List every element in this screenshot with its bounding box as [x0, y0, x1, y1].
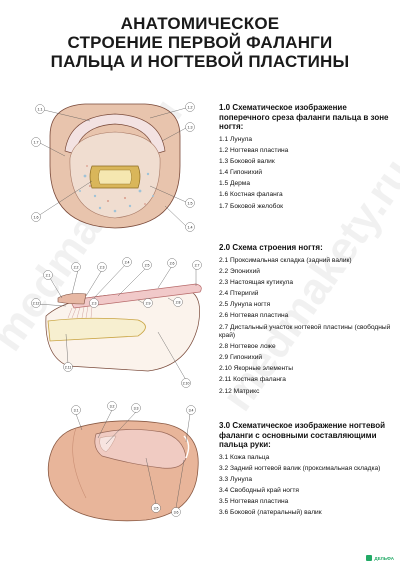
figure-cross-section: 1.1 1.2 1.3 1.7 1.6 1.5 1.4 [31, 102, 195, 232]
section-1: 1.0 Схематическое изображение поперечног… [219, 103, 395, 214]
list-item: 2.11 Костная фаланга [219, 376, 286, 384]
label-2-2: 2.2 [74, 265, 79, 269]
section-3-list: 3.1 Кожа пальца 3.2 Задний ногтевой вали… [219, 454, 395, 518]
label-2-3b: 2.3 [92, 301, 97, 305]
label-2-10: 2.10 [183, 381, 190, 385]
list-item: 2.1 Проксимальная складка (задний валик) [219, 256, 352, 264]
section-1-list: 1.1 Лунула 1.2 Ногтевая пластина 1.3 Бок… [219, 136, 395, 211]
label-1-5: 1.5 [188, 201, 193, 205]
publisher-logo: ДЕЛЬФА [366, 555, 394, 561]
list-item: 3.2 Задний ногтевой валик (проксимальная… [219, 464, 381, 472]
list-item: 2.8 Ногтевое ложе [219, 342, 276, 350]
label-2-5: 2.5 [145, 263, 150, 267]
list-item: 2.5 Лунула ногтя [219, 301, 271, 309]
figure-finger-tip: 3.1 3.2 3.3 3.4 3.5 3.6 [47, 401, 199, 522]
section-1-heading: 1.0 Схематическое изображение поперечног… [219, 103, 389, 131]
label-1-7: 1.7 [34, 140, 39, 144]
list-item: 1.3 Боковой валик [219, 157, 275, 165]
section-2: 2.0 Схема строения ногтя: 2.1 Проксималь… [219, 243, 395, 399]
list-item: 2.6 Ногтевая пластина [219, 312, 289, 320]
label-3-5: 3.5 [154, 506, 159, 510]
list-item: 2.3 Настоящая кутикула [219, 278, 293, 286]
label-3-2: 3.2 [110, 404, 115, 408]
list-item: 3.4 Свободный край ногтя [219, 487, 299, 495]
list-item: 2.12 Матрикс [219, 387, 260, 395]
label-2-9: 2.9 [146, 301, 151, 305]
list-item: 1.4 Гипонихий [219, 169, 263, 177]
label-3-3: 3.3 [134, 406, 139, 410]
label-3-6: 3.6 [174, 510, 179, 514]
list-item: 3.3 Лунула [219, 475, 253, 483]
label-2-7: 2.7 [195, 263, 200, 267]
label-2-3: 2.3 [100, 265, 105, 269]
logo-icon [366, 555, 373, 561]
section-3-heading: 3.0 Схематическое изображение ногтевой ф… [219, 421, 386, 449]
list-item: 3.1 Кожа пальца [219, 453, 270, 461]
label-1-2: 1.2 [188, 105, 193, 109]
section-2-heading: 2.0 Схема строения ногтя: [219, 243, 323, 252]
list-item: 2.4 Птеригий [219, 290, 259, 298]
title-line: ПАЛЬЦА И НОГТЕВОЙ ПЛАСТИНЫ [50, 52, 350, 71]
title-line: СТРОЕНИЕ ПЕРВОЙ ФАЛАНГИ [67, 33, 333, 52]
label-2-12: 2.12 [33, 301, 40, 305]
label-1-1: 1.1 [38, 107, 43, 111]
figure-nail-structure: 2.2 2.3 2.4 2.5 2.6 2.7 2.1 2.12 2.3 2.9… [31, 257, 202, 388]
list-item: 2.2 Эпонихий [219, 267, 260, 275]
list-item: 3.6 Боковой (латеральный) валик [219, 509, 322, 517]
title-line: АНАТОМИЧЕСКОЕ [120, 14, 280, 33]
list-item: 3.5 Ногтевая пластина [219, 498, 289, 506]
label-2-6: 2.6 [170, 261, 175, 265]
list-item: 1.2 Ногтевая пластина [219, 146, 289, 154]
label-2-4: 2.4 [125, 260, 130, 264]
page-title: АНАТОМИЧЕСКОЕ СТРОЕНИЕ ПЕРВОЙ ФАЛАНГИ ПА… [0, 14, 400, 71]
list-item: 1.5 Дерма [219, 180, 250, 188]
list-item: 1.7 Боковой желобок [219, 202, 284, 210]
label-1-4: 1.4 [188, 225, 193, 229]
logo-text: ДЕЛЬФА [374, 555, 394, 561]
section-3: 3.0 Схематическое изображение ногтевой ф… [219, 421, 395, 521]
label-3-4: 3.4 [189, 408, 194, 412]
list-item: 1.1 Лунула [219, 135, 253, 143]
label-2-11: 2.11 [65, 365, 72, 369]
label-1-6: 1.6 [34, 215, 39, 219]
label-1-3: 1.3 [188, 125, 193, 129]
label-2-8: 2.8 [176, 300, 181, 304]
list-item: 2.10 Якорные элементы [219, 365, 293, 373]
list-item: 2.7 Дистальный участок ногтевой пластины… [219, 323, 391, 339]
label-2-1: 2.1 [46, 273, 51, 277]
label-3-1: 3.1 [74, 408, 79, 412]
list-item: 2.9 Гипонихий [219, 354, 263, 361]
list-item: 1.6 Костная фаланга [219, 191, 283, 199]
section-2-list: 2.1 Проксимальная складка (задний валик)… [219, 257, 395, 396]
